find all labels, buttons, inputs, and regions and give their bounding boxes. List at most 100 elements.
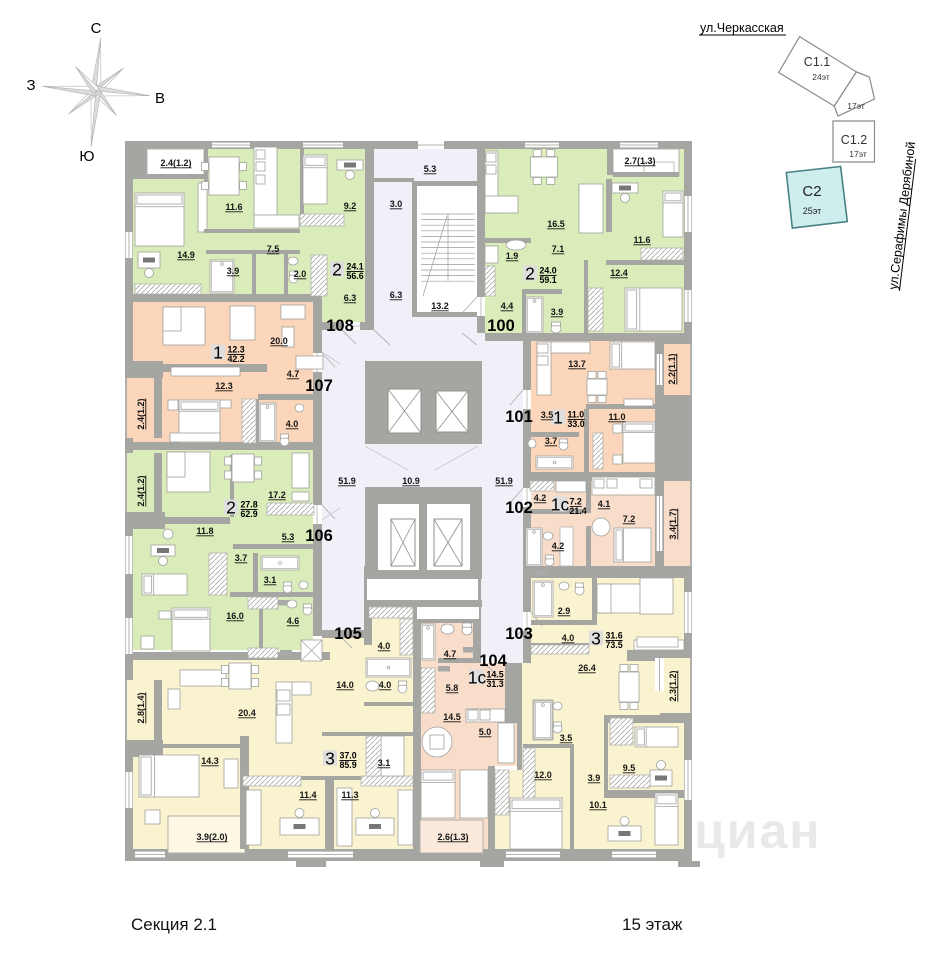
svg-text:4.6: 4.6 xyxy=(287,616,300,626)
svg-text:4.7: 4.7 xyxy=(444,649,457,659)
svg-text:3.5: 3.5 xyxy=(541,410,554,420)
svg-text:24.1: 24.1 xyxy=(347,262,364,272)
svg-text:102: 102 xyxy=(505,499,533,517)
svg-text:С: С xyxy=(91,20,102,37)
svg-text:4.0: 4.0 xyxy=(286,419,299,429)
svg-text:11.3: 11.3 xyxy=(341,790,358,800)
svg-text:5.3: 5.3 xyxy=(424,164,437,174)
svg-text:3.9(2.0): 3.9(2.0) xyxy=(196,832,227,842)
svg-text:13.2: 13.2 xyxy=(431,301,449,311)
svg-text:105: 105 xyxy=(334,625,362,643)
svg-text:С1.1: С1.1 xyxy=(804,55,830,69)
svg-text:11.6: 11.6 xyxy=(225,202,242,212)
svg-text:5.3: 5.3 xyxy=(282,532,295,542)
svg-text:3.1: 3.1 xyxy=(264,575,277,585)
svg-text:С1.2: С1.2 xyxy=(841,133,867,147)
svg-text:9.5: 9.5 xyxy=(623,763,636,773)
svg-text:10.1: 10.1 xyxy=(589,800,607,810)
svg-text:3.0: 3.0 xyxy=(390,199,403,209)
svg-text:108: 108 xyxy=(326,317,354,335)
svg-text:Секция 2.1: Секция 2.1 xyxy=(131,915,217,934)
svg-text:107: 107 xyxy=(305,377,333,395)
svg-text:73.5: 73.5 xyxy=(606,640,623,650)
svg-text:4.0: 4.0 xyxy=(378,641,391,651)
svg-text:4.2: 4.2 xyxy=(552,541,565,551)
svg-text:1.9: 1.9 xyxy=(506,251,519,261)
svg-text:12.3: 12.3 xyxy=(228,345,245,355)
svg-text:12.4: 12.4 xyxy=(610,268,628,278)
svg-text:14.0: 14.0 xyxy=(336,680,354,690)
svg-text:1с: 1с xyxy=(468,668,487,688)
svg-text:27.8: 27.8 xyxy=(241,500,258,510)
svg-text:2: 2 xyxy=(226,498,236,518)
svg-text:3: 3 xyxy=(591,629,601,649)
svg-text:15 этаж: 15 этаж xyxy=(622,915,683,934)
svg-text:4.1: 4.1 xyxy=(598,499,611,509)
svg-text:10.9: 10.9 xyxy=(402,476,420,486)
svg-text:17.2: 17.2 xyxy=(268,490,286,500)
svg-text:7.2: 7.2 xyxy=(570,497,582,507)
svg-text:11.4: 11.4 xyxy=(299,790,316,800)
svg-text:1: 1 xyxy=(213,343,223,363)
svg-text:З: З xyxy=(26,77,35,94)
svg-text:24.0: 24.0 xyxy=(540,266,557,276)
svg-text:12.0: 12.0 xyxy=(534,770,552,780)
svg-text:14.3: 14.3 xyxy=(201,756,219,766)
svg-text:2.9: 2.9 xyxy=(558,606,571,616)
svg-text:51.9: 51.9 xyxy=(495,476,513,486)
svg-text:2.6(1.3): 2.6(1.3) xyxy=(437,832,468,842)
svg-text:101: 101 xyxy=(505,408,533,426)
svg-text:106: 106 xyxy=(305,527,333,545)
svg-text:2.4(1.2): 2.4(1.2) xyxy=(160,158,191,168)
svg-text:31.3: 31.3 xyxy=(487,679,504,689)
svg-text:4.0: 4.0 xyxy=(562,633,575,643)
svg-text:26.4: 26.4 xyxy=(578,663,596,673)
svg-text:7.5: 7.5 xyxy=(267,244,280,254)
svg-text:С2: С2 xyxy=(802,183,821,200)
svg-text:5.0: 5.0 xyxy=(479,727,492,737)
svg-text:2.8(1.4): 2.8(1.4) xyxy=(136,692,146,723)
svg-text:11.8: 11.8 xyxy=(196,526,213,536)
svg-text:2.3(1.2): 2.3(1.2) xyxy=(668,670,678,701)
svg-text:циан: циан xyxy=(694,803,821,859)
svg-text:Ю: Ю xyxy=(79,148,94,165)
svg-text:25эт: 25эт xyxy=(803,206,822,216)
svg-text:3.1: 3.1 xyxy=(378,758,391,768)
svg-text:17эт: 17эт xyxy=(847,101,865,111)
svg-text:16.0: 16.0 xyxy=(226,611,244,621)
svg-text:11.0: 11.0 xyxy=(568,410,585,420)
svg-text:В: В xyxy=(155,90,165,107)
svg-text:16.5: 16.5 xyxy=(547,219,565,229)
svg-text:2.2(1.1): 2.2(1.1) xyxy=(667,353,677,384)
svg-text:12.3: 12.3 xyxy=(215,381,233,391)
svg-text:31.6: 31.6 xyxy=(606,631,623,641)
svg-text:3.7: 3.7 xyxy=(235,553,248,563)
svg-text:3.4(1.7): 3.4(1.7) xyxy=(668,508,678,539)
svg-text:3: 3 xyxy=(325,749,335,769)
svg-text:2.4(1.2): 2.4(1.2) xyxy=(136,475,146,506)
svg-text:4.2: 4.2 xyxy=(534,493,547,503)
svg-text:2.4(1.2): 2.4(1.2) xyxy=(136,398,146,429)
svg-text:56.6: 56.6 xyxy=(347,271,364,281)
svg-text:5.8: 5.8 xyxy=(446,683,459,693)
svg-text:3.9: 3.9 xyxy=(588,773,601,783)
svg-text:51.9: 51.9 xyxy=(338,476,356,486)
svg-text:2: 2 xyxy=(525,264,535,284)
svg-text:33.0: 33.0 xyxy=(568,419,585,429)
svg-text:20.4: 20.4 xyxy=(238,708,256,718)
svg-text:7.1: 7.1 xyxy=(552,244,565,254)
svg-text:1с: 1с xyxy=(551,495,570,515)
svg-text:85.9: 85.9 xyxy=(340,760,357,770)
svg-text:103: 103 xyxy=(505,625,533,643)
svg-text:42.2: 42.2 xyxy=(228,354,245,364)
svg-text:24эт: 24эт xyxy=(812,72,830,82)
svg-text:9.2: 9.2 xyxy=(344,201,357,211)
svg-text:14.5: 14.5 xyxy=(443,712,461,722)
svg-text:21.4: 21.4 xyxy=(570,506,587,516)
svg-text:4.0: 4.0 xyxy=(379,680,392,690)
svg-text:11.6: 11.6 xyxy=(633,235,650,245)
svg-text:4.4: 4.4 xyxy=(501,301,514,311)
svg-text:14.9: 14.9 xyxy=(177,250,195,260)
svg-text:13.7: 13.7 xyxy=(568,359,586,369)
svg-text:ул.Черкасская: ул.Черкасская xyxy=(700,21,784,35)
